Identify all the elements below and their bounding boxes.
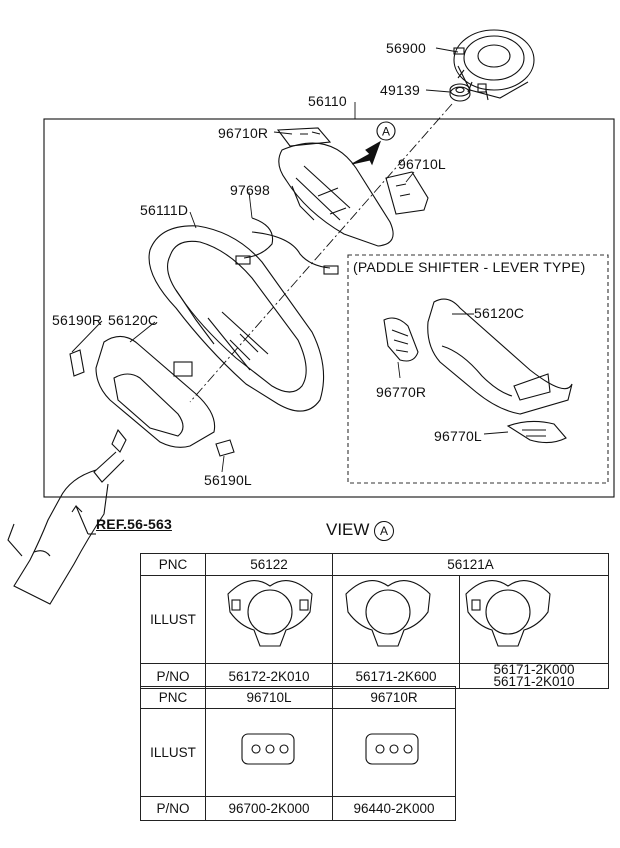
callout-56111d: 56111D xyxy=(140,202,189,218)
pnc-56121a: 56121A xyxy=(332,553,609,576)
callout-96770l: 96770L xyxy=(434,428,482,444)
inset-lower-cover-part xyxy=(427,298,573,415)
pnc-header-2: PNC xyxy=(140,686,206,709)
clip-56190l-part xyxy=(215,439,235,457)
callout-56190r: 56190R xyxy=(52,312,103,328)
ref-arrow xyxy=(71,504,89,535)
pnc-96710l: 96710L xyxy=(205,686,333,709)
lower-cover-part xyxy=(95,335,216,448)
main-frame xyxy=(43,118,615,498)
steering-hub-part xyxy=(278,142,394,247)
pno-56171-2k000: 56171-2K000 xyxy=(493,662,575,677)
callout-96710r: 96710R xyxy=(218,125,269,141)
parts-table-top: PNC 56122 56121A ILLUST P/NO 56172-2K010… xyxy=(140,553,609,689)
pno-header: P/NO xyxy=(140,663,206,689)
view-word: VIEW xyxy=(326,520,370,539)
callout-96710l: 96710L xyxy=(398,156,446,172)
callout-97698: 97698 xyxy=(230,182,270,198)
pno-header-2: P/NO xyxy=(140,796,206,821)
arrow-letter-circle xyxy=(376,121,396,141)
clock-spring-part xyxy=(453,29,535,101)
callout-56110: 56110 xyxy=(308,93,347,109)
illust-header: ILLUST xyxy=(140,575,206,664)
wiring-harness-part xyxy=(235,217,339,275)
leader-lines xyxy=(71,47,509,473)
paddle-96770r-part xyxy=(383,317,419,362)
steering-column-part xyxy=(7,428,127,605)
switch-96710l-part xyxy=(385,171,429,215)
callout-49139: 49139 xyxy=(380,82,420,98)
callout-56120c-main: 56120C xyxy=(108,312,159,328)
clip-56190r-part xyxy=(69,349,85,377)
callout-56120c-inset: 56120C xyxy=(474,305,525,321)
pno-56171-2k600: 56171-2K600 xyxy=(332,663,460,689)
paddle-96770l-part xyxy=(506,420,567,444)
nut-part xyxy=(449,83,471,102)
callout-56900: 56900 xyxy=(386,40,426,56)
pno-96700-2k000: 96700-2K000 xyxy=(205,796,333,821)
view-a-title: VIEW xyxy=(326,520,369,540)
pno-col3: 56171-2K000 56171-2K010 xyxy=(459,662,609,689)
pnc-56122: 56122 xyxy=(205,553,333,576)
steering-wheel-part xyxy=(148,225,325,412)
pnc-header: PNC xyxy=(140,553,206,576)
pno-56172-2k010: 56172-2K010 xyxy=(205,663,333,689)
parts-table-bottom: PNC 96710L 96710R ILLUST P/NO 96700-2K00… xyxy=(140,686,456,821)
center-axis-line xyxy=(189,103,453,403)
illust-cell-3 xyxy=(459,575,609,664)
view-arrow xyxy=(351,140,382,166)
illust-header-2: ILLUST xyxy=(140,708,206,797)
pnc-96710r: 96710R xyxy=(332,686,456,709)
illust-cell-5 xyxy=(332,708,456,797)
pno-56171-2k010: 56171-2K010 xyxy=(493,674,575,689)
callout-56190l: 56190L xyxy=(204,472,252,488)
illust-cell-4 xyxy=(205,708,333,797)
switch-96710r-part xyxy=(276,127,332,147)
callout-96770r: 96770R xyxy=(376,384,427,400)
paddle-inset-frame xyxy=(347,254,609,484)
arrow-letter: A xyxy=(382,125,390,139)
inset-title: (PADDLE SHIFTER - LEVER TYPE) xyxy=(353,259,586,275)
pno-96440-2k000: 96440-2K000 xyxy=(332,796,456,821)
view-a-circle: A xyxy=(374,521,394,541)
illust-cell-1 xyxy=(205,575,333,664)
illust-cell-2 xyxy=(332,575,460,664)
ref-label: REF.56-563 xyxy=(96,516,172,532)
